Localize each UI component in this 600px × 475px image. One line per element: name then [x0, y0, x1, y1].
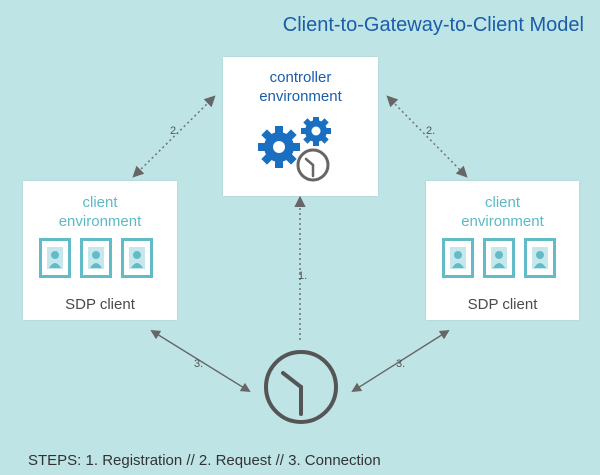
connection-edge-label-right: 3.: [396, 358, 405, 370]
user-card-icon: [121, 238, 153, 278]
registration-edge-label: 1.: [298, 270, 307, 282]
user-card-icon: [39, 238, 71, 278]
user-card-icon: [483, 238, 515, 278]
connection-arrow-left: [150, 329, 251, 393]
request-arrow-left: [132, 95, 216, 178]
controller-heading: controller environment: [259, 69, 342, 105]
gear-icon: [258, 117, 331, 168]
clock-icon: [296, 148, 330, 182]
user-card-icon: [442, 238, 474, 278]
sdp-client-label-right: SDP client: [467, 296, 538, 313]
request-edge-label-right: 2.: [426, 125, 435, 137]
client-heading-right: client environment: [461, 194, 544, 230]
controller-box: controller environment: [223, 57, 378, 196]
client-box-right: client environment SDP client: [426, 181, 579, 320]
diagram-title: Client-to-Gateway-to-Client Model: [282, 14, 584, 36]
user-card-icon: [80, 238, 112, 278]
connection-edge-label-left: 3.: [194, 358, 203, 370]
request-edge-label-left: 2.: [170, 125, 179, 137]
client-heading-left: client environment: [58, 194, 142, 230]
request-arrow-right: [386, 95, 468, 178]
gateway-clock-icon: [264, 350, 338, 424]
user-card-icon: [524, 238, 556, 278]
connection-arrow-right: [351, 329, 450, 393]
client-box-left: client environment SDP client: [23, 181, 177, 320]
steps-legend: STEPS: 1. Registration // 2. Request // …: [28, 452, 381, 469]
sdp-client-label-left: SDP client: [65, 296, 135, 313]
